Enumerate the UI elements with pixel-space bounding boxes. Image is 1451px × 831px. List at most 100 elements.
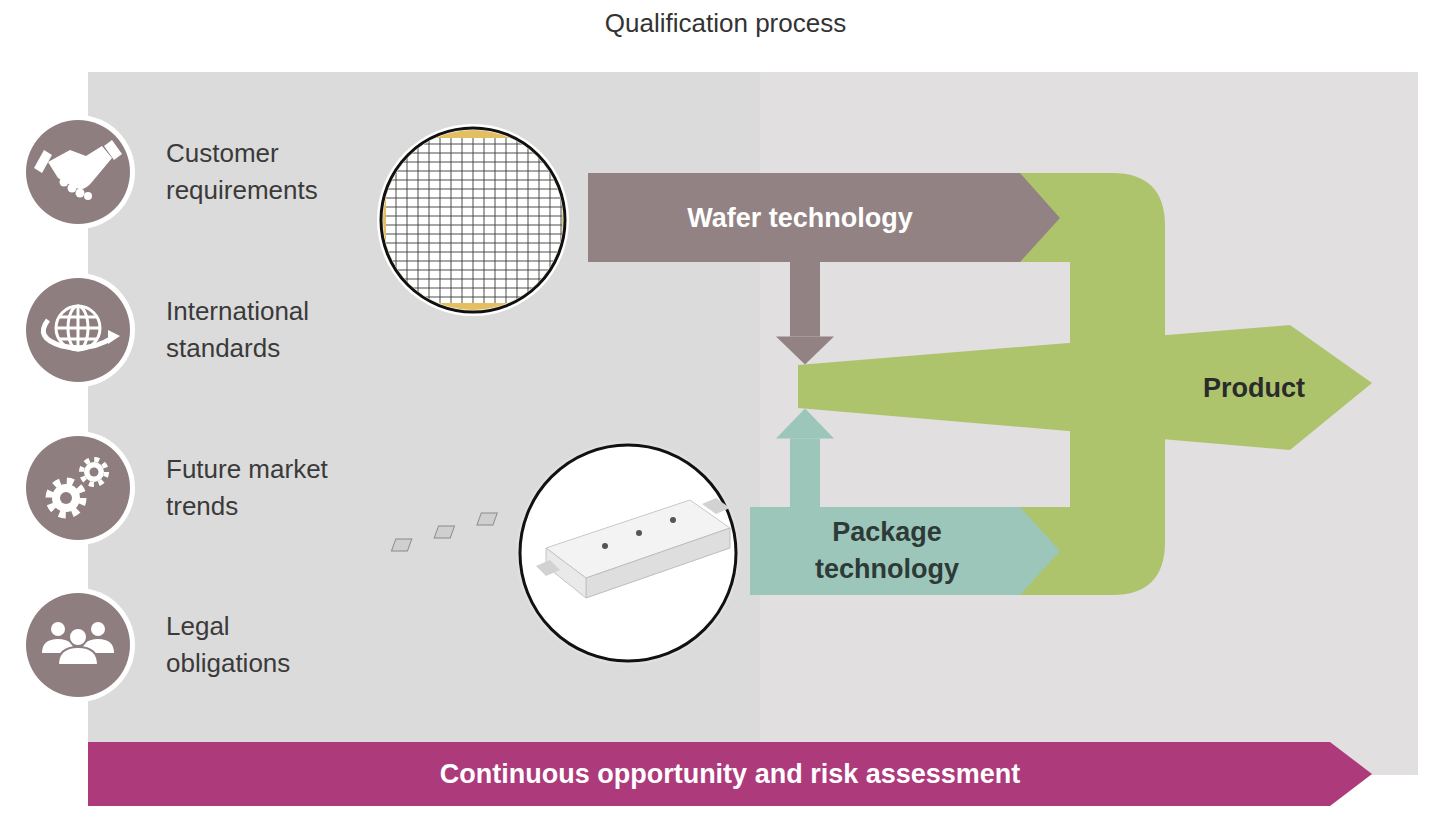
icon-circle xyxy=(26,593,130,697)
node-shape xyxy=(88,742,1372,806)
icon-cuff xyxy=(34,150,52,173)
wafer-disc xyxy=(383,130,563,310)
terminal xyxy=(477,513,497,525)
icon-head xyxy=(69,628,87,646)
power-module xyxy=(391,498,730,598)
text-holder: Product xyxy=(1174,325,1334,450)
input-item: Legal obligations xyxy=(26,588,386,702)
icon-body xyxy=(58,647,98,665)
node-outline xyxy=(88,742,1372,806)
wafer-outline xyxy=(381,128,565,312)
text-holder: International standards xyxy=(166,273,346,387)
text-holder: Future market trends xyxy=(166,431,346,545)
icon-body xyxy=(82,639,114,653)
technology-arrow: Wafer technology xyxy=(588,173,1060,262)
icon-finger xyxy=(84,192,92,200)
terminal xyxy=(434,526,454,538)
handshake-icon xyxy=(34,140,122,200)
text-holder: Legal obligations xyxy=(166,588,346,702)
technology-arrow: Package technology xyxy=(750,507,1060,595)
diagram-title: Qualification process xyxy=(0,8,1451,39)
terminal-screw xyxy=(636,530,642,536)
assessment-band: Continuous opportunity and risk assessme… xyxy=(88,742,1372,806)
icon-body xyxy=(42,639,74,653)
background-panel xyxy=(88,72,1418,775)
icon-gear-teeth xyxy=(82,460,107,485)
terminal xyxy=(391,539,411,551)
node-text: Legal obligations xyxy=(166,608,346,682)
icon-gear-teeth xyxy=(49,481,83,515)
module-front xyxy=(586,528,730,598)
icon-parallel xyxy=(56,327,100,330)
icon-gear-hole xyxy=(60,492,72,504)
mounting-tab xyxy=(702,498,730,514)
node-text: Product xyxy=(1203,371,1305,405)
icon-ring xyxy=(21,431,135,545)
globe-icon xyxy=(43,306,120,350)
node-shape xyxy=(26,115,386,229)
gears-icon xyxy=(49,460,107,516)
module-halo xyxy=(516,441,740,665)
text-holder: Continuous opportunity and risk assessme… xyxy=(88,742,1372,806)
node-outline xyxy=(588,173,1060,262)
icon-head xyxy=(51,622,65,636)
product-arrow: Product xyxy=(798,325,1372,450)
flow-arrow xyxy=(790,439,820,507)
node-text: Future market trends xyxy=(166,451,346,525)
terminal-screw xyxy=(670,517,676,523)
icon-finger xyxy=(76,189,85,198)
input-item: Customer requirements xyxy=(26,115,386,229)
input-item: International standards xyxy=(26,273,386,387)
people-icon xyxy=(42,622,114,665)
icon-parallel xyxy=(60,338,96,341)
icon-parallel xyxy=(60,316,96,319)
icon-hands xyxy=(48,146,112,189)
merge-bend xyxy=(1016,173,1165,348)
icon-ring xyxy=(21,115,135,229)
node-text: Package technology xyxy=(787,514,987,588)
node-shape xyxy=(26,273,386,387)
node-text: Continuous opportunity and risk assessme… xyxy=(440,757,1021,791)
node-text: Customer requirements xyxy=(166,135,346,209)
icon-swoosh-head xyxy=(108,330,120,344)
icon-finger xyxy=(68,184,77,193)
node-shape xyxy=(26,588,386,702)
node-shape xyxy=(750,507,1060,595)
terminal-screw xyxy=(602,543,608,549)
node-outline xyxy=(798,325,1372,450)
background-panel-light xyxy=(760,72,1418,775)
icon-circle xyxy=(26,120,130,224)
icon-globe xyxy=(56,306,100,350)
module-outline xyxy=(520,445,736,661)
wafer-dies xyxy=(386,138,562,303)
icon-ring xyxy=(21,588,135,702)
node-text: Wafer technology xyxy=(687,201,913,235)
text-holder: Wafer technology xyxy=(588,173,1012,262)
flow-arrow xyxy=(790,262,820,336)
icon-gear-hole xyxy=(90,468,99,477)
icon-meridian xyxy=(68,306,88,350)
icon-head xyxy=(91,622,105,636)
input-item: Future market trends xyxy=(26,431,386,545)
icon-finger xyxy=(60,178,69,187)
icon-gear xyxy=(84,462,104,482)
node-text: International standards xyxy=(166,293,346,367)
icon-swoosh xyxy=(43,320,112,348)
text-holder: Customer requirements xyxy=(166,115,346,229)
icon-ring xyxy=(21,273,135,387)
icon-cuff xyxy=(104,140,122,160)
mounting-tab xyxy=(536,560,560,576)
icon-circle xyxy=(26,436,130,540)
node-shape xyxy=(26,431,386,545)
node-shape xyxy=(588,173,1060,262)
icon-gear xyxy=(52,484,80,512)
wafer-halo xyxy=(377,124,569,316)
node-outline xyxy=(750,507,1060,595)
merge-bend xyxy=(1016,420,1165,595)
icon-circle xyxy=(26,278,130,382)
text-holder: Package technology xyxy=(787,507,987,595)
